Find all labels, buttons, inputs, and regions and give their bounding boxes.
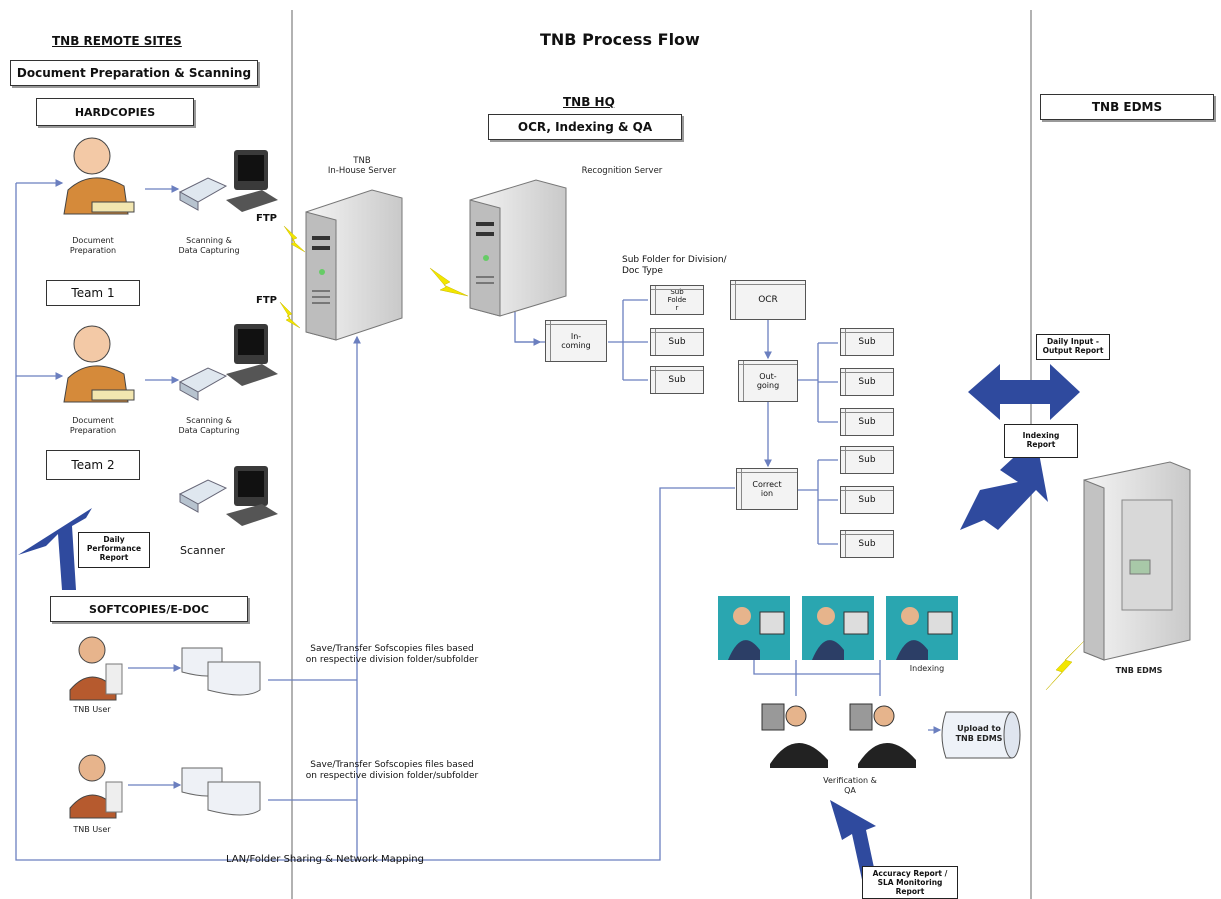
document-preparer-icon [63,137,135,215]
sub-folder-label-text: Sub [668,375,686,385]
sub-folder: Sub Folde r [650,285,704,315]
correction-folder-label: Correct ion [752,480,782,498]
indexing-worker-icon [802,596,874,660]
save-transfer-label: Save/Transfer Sofscopies files based on … [305,644,479,665]
sub-folder-label-text: Sub [858,337,876,347]
daily-performance-report-box: Daily Performance Report [78,532,150,568]
verification-worker-icon [760,696,840,768]
scanner-pc-icon [178,150,278,212]
softcopy-documents-icon [181,647,261,696]
document-preparer-icon [63,325,135,403]
ocr-folder-label: OCR [758,295,778,305]
lightning-bolts [279,225,1086,691]
sub-folder-label-text: Sub [858,495,876,505]
document-preparation-caption: Document Preparation [69,416,117,435]
sub-folder-label-text: Sub [858,539,876,549]
outgoing-folder-label: Out- going [756,372,780,390]
save-transfer-label: Save/Transfer Sofscopies files based on … [305,760,479,781]
sub-folder: Sub [650,328,704,356]
inhouse-server-label: TNB In-House Server [327,156,397,176]
incoming-folder: In- coming [545,320,607,362]
scanner-label: Scanner [180,544,226,557]
edms-server-label: TNB EDMS [1115,666,1163,675]
sub-folder: Sub [840,530,894,558]
scanning-caption: Scanning & Data Capturing [178,236,240,255]
correction-folder: Correct ion [736,468,798,510]
tnb-edms-box: TNB EDMS [1040,94,1214,120]
sub-folder-label-text: Sub [668,337,686,347]
incoming-folder-label: In- coming [561,332,591,350]
document-preparation-caption: Document Preparation [69,236,117,255]
ftp-label: FTP [256,213,277,224]
edms-server-icon [1083,461,1191,661]
sub-folder-label-text: Sub Folde r [667,288,687,312]
sub-folder-label-text: Sub [858,417,876,427]
sub-folder: Sub [650,366,704,394]
upload-cylinder-icon [941,711,1021,759]
sub-folder-label-text: Sub [858,377,876,387]
softcopy-documents-icon [181,767,261,816]
accuracy-report-box: Accuracy Report / SLA Monitoring Report [862,866,958,899]
daily-input-output-report-box: Daily Input - Output Report [1036,334,1110,360]
tnb-user-caption: TNB User [73,705,111,714]
connector-lines [15,179,942,861]
recognition-server-label: Recognition Server [581,166,663,176]
team-1-box: Team 1 [46,280,140,306]
indexing-caption: Indexing [909,664,945,673]
remote-sites-heading: TNB REMOTE SITES [52,34,182,48]
verification-caption: Verification & QA [823,776,877,795]
indexing-report-box: Indexing Report [1004,424,1078,458]
indexing-worker-icon [718,596,790,660]
tnb-hq-heading: TNB HQ [563,95,615,109]
tnb-user-icon [69,636,123,701]
sub-folder: Sub [840,486,894,514]
outgoing-folder: Out- going [738,360,798,402]
sub-folder-label-text: Sub [858,455,876,465]
scanning-caption: Scanning & Data Capturing [178,416,240,435]
inhouse-server-icon [305,189,403,341]
document-preparation-box: Document Preparation & Scanning [10,60,258,86]
scanner-pc-icon [178,324,278,401]
scanner-pc-icon [178,466,278,526]
verification-worker-icon [848,696,928,768]
sub-folder: Sub [840,408,894,436]
ocr-indexing-qa-box: OCR, Indexing & QA [488,114,682,140]
softcopies-box: SOFTCOPIES/E-DOC [50,596,248,622]
team-2-box: Team 2 [46,450,140,480]
recognition-server-icon [469,179,567,317]
diagram-title: TNB Process Flow [540,30,700,49]
upload-label: Upload to TNB EDMS [955,724,1003,743]
tnb-user-icon [69,754,123,819]
ocr-folder: OCR [730,280,806,320]
sub-folder-label: Sub Folder for Division/ Doc Type [622,255,727,276]
sub-folder: Sub [840,328,894,356]
ftp-label: FTP [256,295,277,306]
indexing-worker-icon [886,596,958,660]
sub-folder: Sub [840,446,894,474]
lan-label: LAN/Folder Sharing & Network Mapping [226,854,424,865]
hardcopies-box: HARDCOPIES [36,98,194,126]
tnb-user-caption: TNB User [73,825,111,834]
sub-folder: Sub [840,368,894,396]
